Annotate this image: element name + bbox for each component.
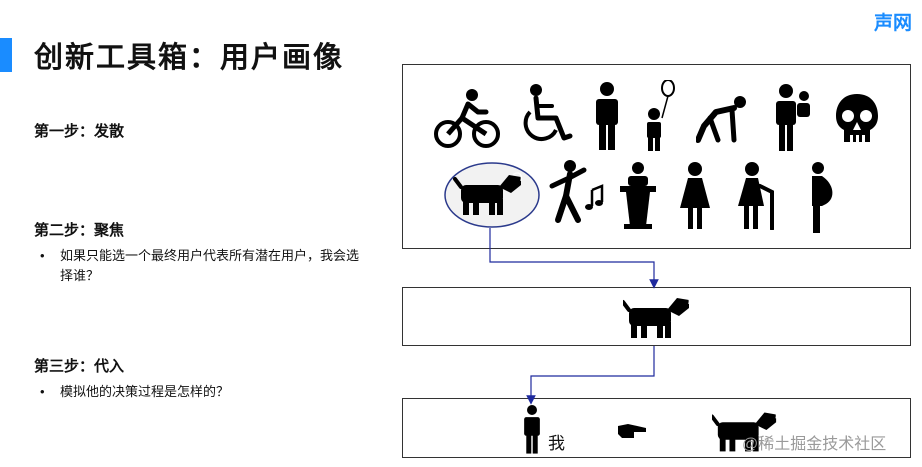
watermark: @稀土掘金技术社区: [742, 436, 887, 453]
role-play-box: [402, 398, 911, 458]
step-1-title: 第一步：发散: [34, 123, 125, 140]
cyclist-icon: [434, 88, 500, 150]
me-label: 我: [548, 434, 565, 453]
title-accent-bar: [0, 38, 12, 72]
pregnant-woman-icon: [804, 162, 838, 234]
step-2-bullet-text: 如果只能选一个最终用户代表所有潜在用户，我会选择谁？: [60, 248, 360, 283]
child-with-balloon-icon: [644, 80, 676, 152]
man-icon: [592, 82, 622, 152]
skull-icon: [834, 92, 880, 148]
pointing-hand-icon: [616, 422, 648, 440]
speaker-at-podium-icon: [620, 162, 656, 230]
brand-logo: 声网: [873, 13, 912, 34]
woman-icon: [678, 162, 712, 230]
dog-icon: [453, 172, 523, 215]
dancer-icon: [548, 160, 606, 224]
man-icon: [520, 405, 544, 455]
crawling-person-icon: [696, 96, 748, 144]
step-3-bullet-text: 模拟他的决策过程是怎样的？: [60, 384, 230, 399]
wheelchair-icon: [520, 84, 574, 144]
step-2-title: 第二步：聚焦: [34, 222, 125, 239]
step-2-bullet: • 如果只能选一个最终用户代表所有潜在用户，我会选择谁？: [40, 246, 370, 286]
dog-icon: [712, 408, 780, 454]
bullet-dot: •: [40, 248, 45, 263]
step-3-bullet: • 模拟他的决策过程是怎样的？: [40, 382, 370, 402]
parent-carrying-child-icon: [774, 84, 812, 152]
selected-persona-highlight[interactable]: [443, 161, 541, 229]
elderly-person-with-cane-icon: [734, 162, 780, 230]
bullet-dot: •: [40, 384, 45, 399]
arrow-chosen-to-roleplay: [526, 346, 655, 405]
slide-title: 创新工具箱：用户画像: [34, 42, 345, 74]
step-3-title: 第三步：代入: [34, 358, 125, 375]
dog-icon: [623, 294, 693, 340]
